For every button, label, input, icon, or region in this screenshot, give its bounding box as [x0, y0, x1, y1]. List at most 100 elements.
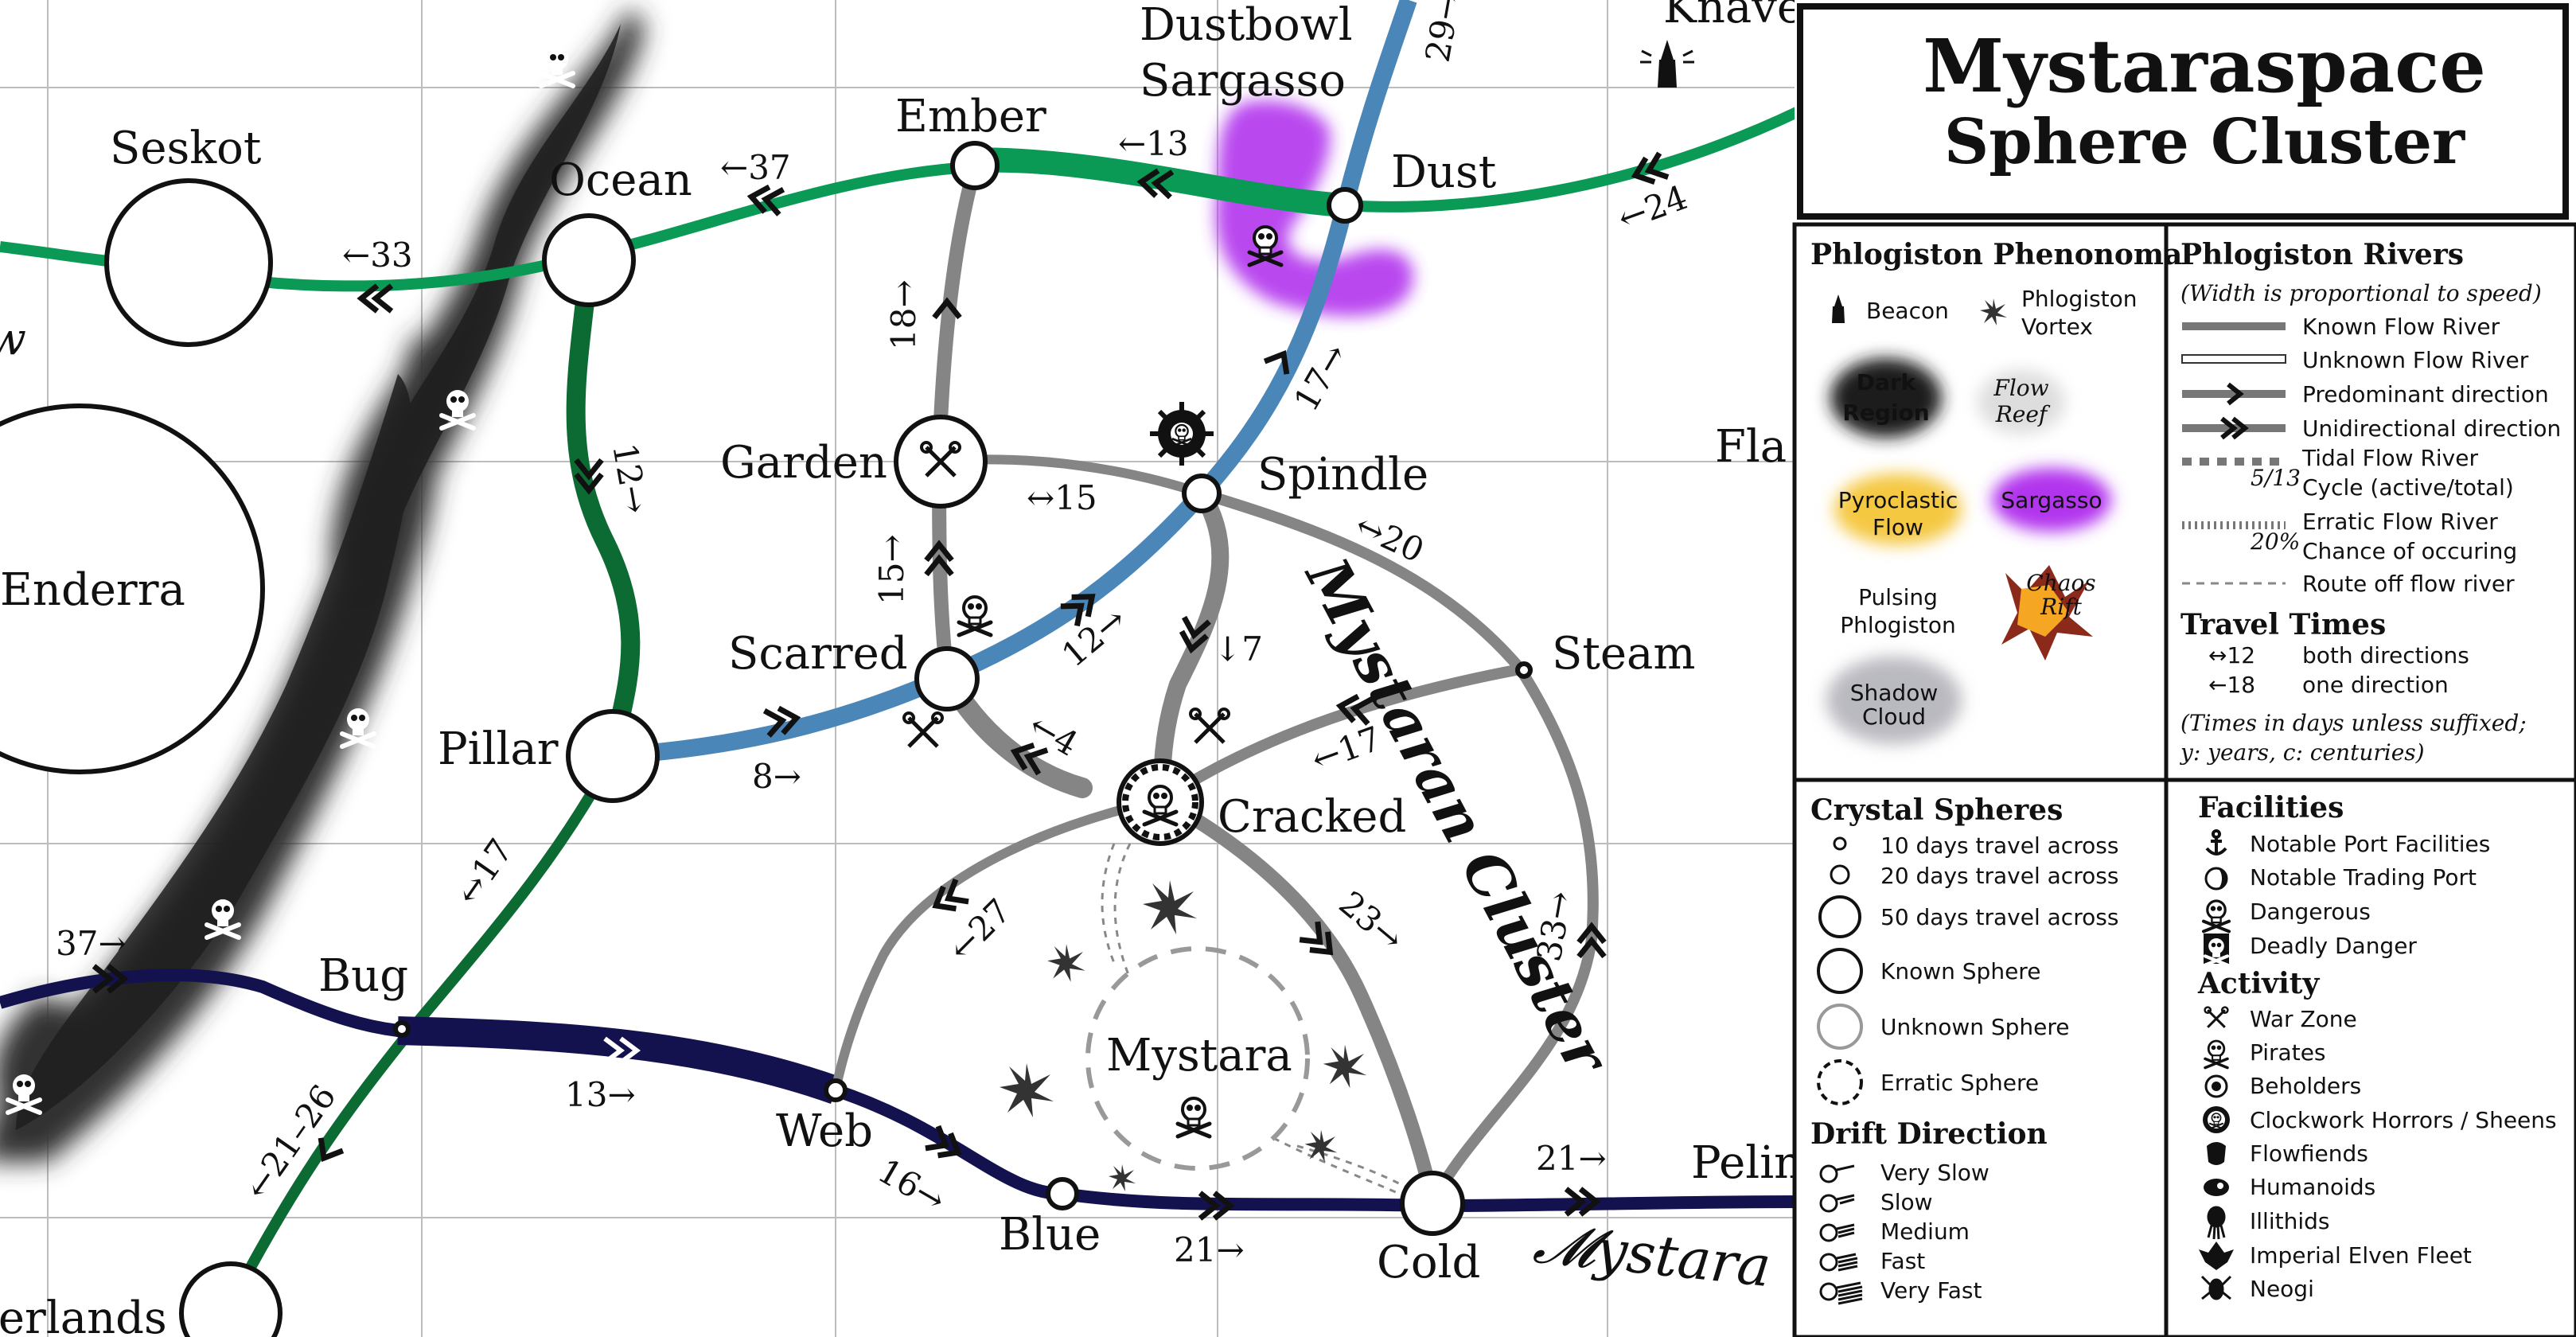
svg-text:Facilities: Facilities [2198, 791, 2344, 824]
label-west-w: w [0, 314, 26, 365]
svg-text:10 days travel across: 10 days travel across [1880, 832, 2118, 859]
tt-dust-top: 29→ [1418, 0, 1469, 65]
tt-ember-dust: ←13 [1118, 124, 1189, 163]
humanoids-icon [2204, 1179, 2229, 1196]
svg-text:Very Slow: Very Slow [1880, 1160, 1989, 1186]
beholders-icon [2204, 1074, 2228, 1098]
svg-text:↔12: ↔12 [2208, 642, 2255, 668]
svg-text:Fast: Fast [1880, 1248, 1925, 1274]
label-blue: Blue [999, 1209, 1101, 1261]
svg-text:Erratic Flow River: Erratic Flow River [2302, 509, 2498, 535]
flow-direction-markers [94, 153, 1668, 1218]
svg-text:War Zone: War Zone [2250, 1006, 2357, 1032]
tt-garden-scarred: 15→ [872, 534, 911, 605]
tt-bug-west: 37→ [56, 924, 127, 963]
legend-facilities: Facilities Notable Port Facilities Notab… [2198, 791, 2490, 965]
svg-text:Neogi: Neogi [2250, 1276, 2314, 1302]
tt-spindle-cracked: ↓7 [1214, 630, 1263, 668]
label-cracked: Cracked [1218, 791, 1406, 843]
svg-text:Beholders: Beholders [2250, 1073, 2361, 1099]
sphere-web [824, 1078, 848, 1102]
label-lerlands: lerlands [0, 1292, 167, 1337]
svg-text:Unknown Flow River: Unknown Flow River [2302, 347, 2529, 373]
label-pillar: Pillar [438, 723, 559, 775]
svg-text:Unknown Sphere: Unknown Sphere [1880, 1014, 2070, 1040]
svg-text:Predominant direction: Predominant direction [2302, 381, 2549, 407]
svg-text:Phlogiston: Phlogiston [1840, 612, 1956, 638]
label-cold: Cold [1377, 1237, 1480, 1288]
map-subtitle: Sphere Cluster [1944, 106, 2465, 178]
svg-text:Chaos: Chaos [2026, 570, 2095, 596]
svg-text:50 days travel across: 50 days travel across [1880, 904, 2118, 930]
sphere-dust [1327, 187, 1363, 224]
svg-text:Illithids: Illithids [2250, 1208, 2329, 1234]
svg-text:y: years, c: centuries): y: years, c: centuries) [2179, 739, 2425, 766]
svg-text:Slow: Slow [1880, 1189, 1933, 1215]
anchor-icon [2205, 829, 2227, 856]
svg-text:Clockwork Horrors / Sheens: Clockwork Horrors / Sheens [2250, 1107, 2557, 1133]
legend-spheres: Crystal Spheres 10 days travel across 20… [1810, 793, 2118, 1105]
legend-travel: Travel Times ↔12 both directions ←18 one… [2179, 608, 2527, 766]
svg-text:Tidal Flow River: Tidal Flow River [2301, 445, 2478, 471]
neogi-icon [2200, 1275, 2232, 1300]
label-mystara: Mystara [1106, 1030, 1292, 1082]
svg-text:Pulsing: Pulsing [1858, 584, 1938, 610]
tt-ocean-pillar: 12→ [605, 440, 656, 516]
dark-green-river [566, 262, 641, 758]
label-scarred: Scarred [728, 628, 908, 680]
label-web: Web [776, 1105, 873, 1157]
svg-text:Activity: Activity [2197, 967, 2320, 1000]
svg-text:Phlogiston Phenonoma: Phlogiston Phenonoma [1810, 238, 2182, 271]
sphere-scarred [914, 646, 980, 711]
svg-text:Beacon: Beacon [1866, 298, 1949, 324]
crystal-spheres [0, 141, 1533, 1337]
svg-text:Medium: Medium [1880, 1218, 1970, 1245]
label-dustbowl: Dustbowl [1140, 0, 1353, 51]
tt-ocean-ember: ←37 [720, 148, 791, 187]
svg-text:Region: Region [1842, 400, 1929, 426]
tt-cold-pelin: 21→ [1536, 1139, 1607, 1178]
svg-text:Flow: Flow [1873, 514, 1923, 540]
svg-text:Flow: Flow [1993, 375, 2048, 401]
svg-text:Shadow: Shadow [1850, 680, 1938, 706]
svg-text:Dangerous: Dangerous [2250, 898, 2371, 925]
deadly-danger-icon [2204, 934, 2229, 965]
svg-text:Cloud: Cloud [1862, 704, 1926, 730]
imperial-elven-fleet-icon [2199, 1242, 2234, 1270]
tt-blue-cold: 21→ [1174, 1230, 1245, 1269]
label-steam: Steam [1552, 628, 1696, 680]
label-dust: Dust [1391, 146, 1497, 198]
dark-region-core [16, 24, 621, 1130]
svg-text:5/13: 5/13 [2251, 465, 2301, 491]
sphere-ocean [542, 213, 636, 307]
label-sargasso: Sargasso [1140, 55, 1346, 107]
legend-drift: Drift Direction Very Slow Slow Medium Fa… [1810, 1117, 2048, 1305]
svg-text:Notable Trading Port: Notable Trading Port [2250, 864, 2477, 891]
sphere-mystara-erratic [1085, 946, 1310, 1171]
sphere-labels: Seskot Ocean Ember Dust Dustbowl Sargass… [0, 0, 1803, 1337]
label-fla: Fla [1715, 421, 1787, 473]
svg-text:Travel Times: Travel Times [2180, 608, 2386, 641]
svg-text:Erratic Sphere: Erratic Sphere [1880, 1070, 2039, 1096]
label-ocean: Ocean [549, 154, 692, 206]
svg-text:Known Sphere: Known Sphere [1880, 958, 2040, 984]
svg-text:Drift Direction: Drift Direction [1810, 1117, 2048, 1151]
svg-text:Sargasso: Sargasso [2001, 487, 2102, 513]
svg-text:Vortex: Vortex [2021, 314, 2093, 340]
tt-ember-garden: 18→ [884, 279, 923, 350]
flowfiends-icon [2207, 1142, 2226, 1165]
label-seskot: Seskot [110, 123, 262, 174]
illithids-icon [2207, 1206, 2226, 1240]
grey-routes [831, 160, 1599, 1209]
trading-port-icon [2204, 867, 2228, 891]
svg-text:Reef: Reef [1995, 401, 2051, 427]
svg-text:Known Flow River: Known Flow River [2302, 314, 2500, 340]
svg-text:(Times in days unless suffixed: (Times in days unless suffixed; [2180, 710, 2527, 736]
sargasso-region [1215, 100, 1414, 317]
label-bug: Bug [318, 950, 408, 1002]
sphere-steam [1515, 661, 1533, 679]
label-pelin: Pelin [1691, 1137, 1802, 1189]
svg-text:Notable Port Facilities: Notable Port Facilities [2250, 831, 2490, 857]
legend-frame [1792, 222, 2576, 1337]
